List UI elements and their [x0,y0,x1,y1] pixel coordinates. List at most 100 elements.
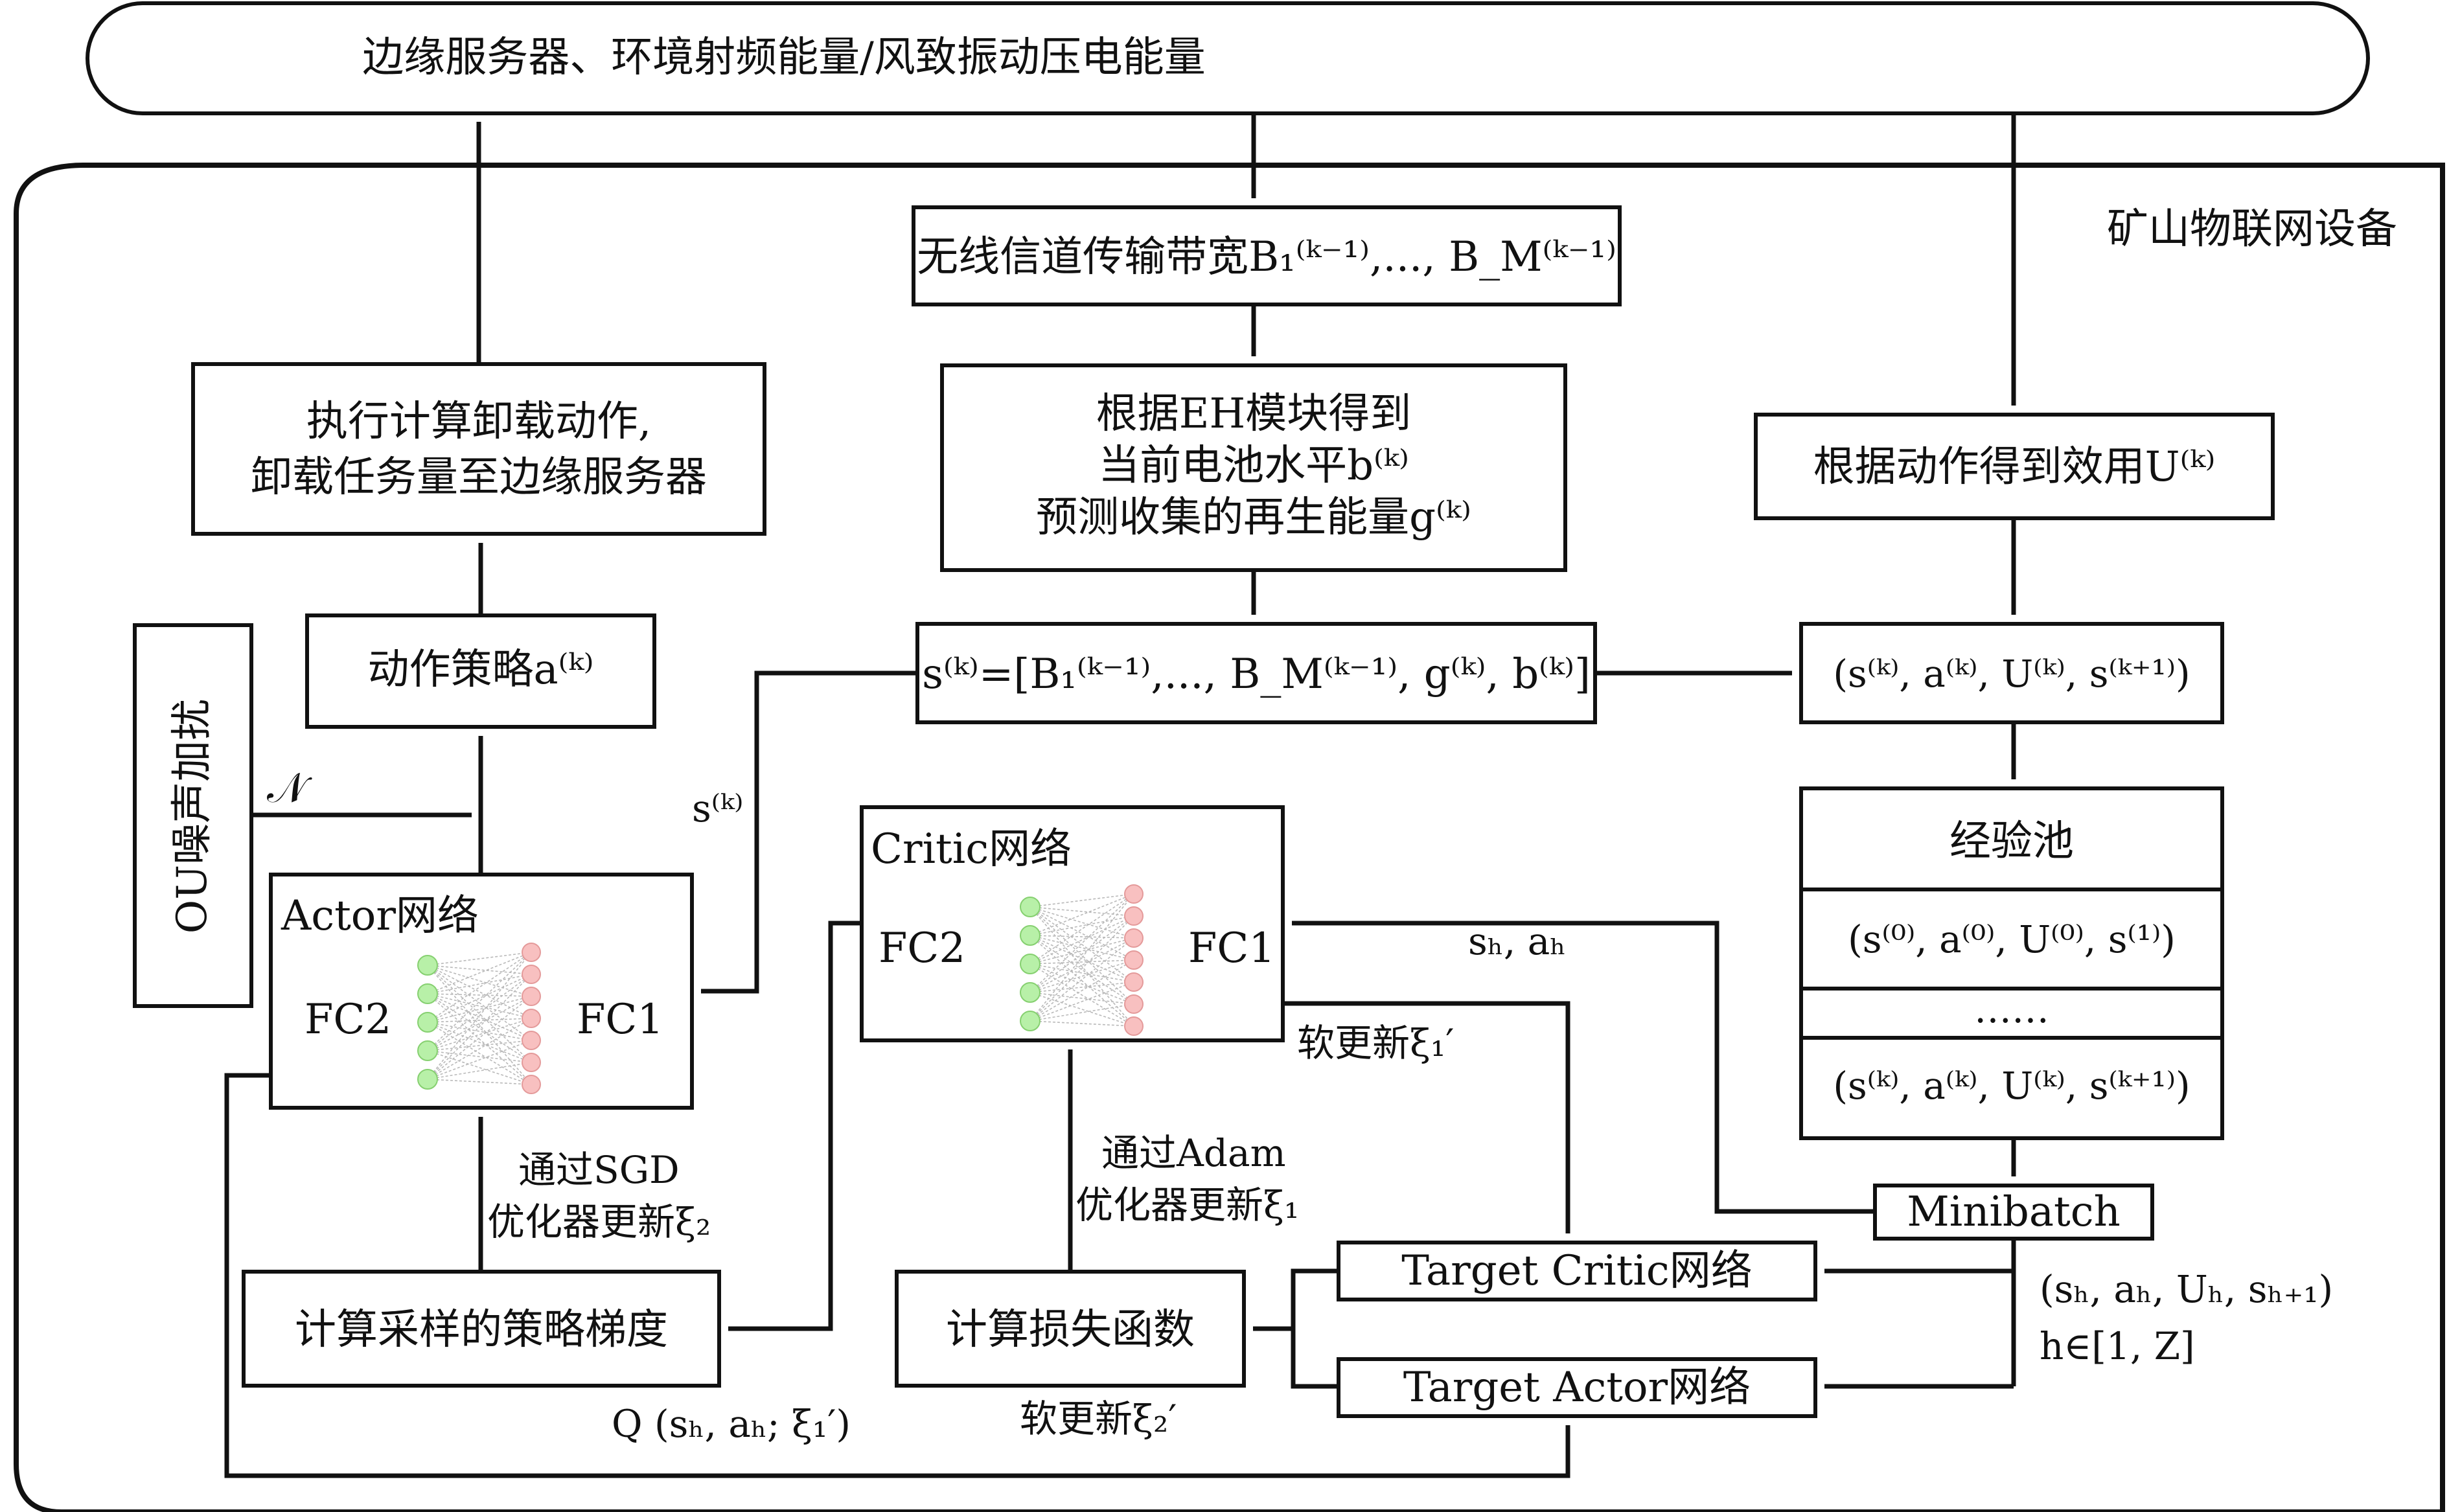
arrow-minibatch-to-critic [1292,921,1875,1214]
nn-edge [1029,963,1134,1027]
nn-edge [1029,963,1134,1005]
nn-edge [427,974,532,994]
pool-row-last: (s⁽ᵏ⁾, a⁽ᵏ⁾, U⁽ᵏ⁾, s⁽ᵏ⁺¹⁾) [1833,1064,2190,1108]
execute-line-2: 卸载任务量至边缘服务器 [251,453,707,501]
pool-row-first: (s⁽⁰⁾, a⁽⁰⁾, U⁽⁰⁾, s⁽¹⁾) [1848,917,2176,961]
nn-input-node [1020,1011,1041,1031]
nn-edge [427,965,532,1041]
sgd-line-2: 优化器更新ξ₂ [487,1200,711,1244]
nn-edge [1029,992,1134,1027]
utility-box [1754,413,2275,520]
nn-edge [427,1022,532,1085]
nn-edge [427,965,532,1063]
pool-row-dots: …… [1974,987,2049,1031]
nn-edge [427,996,532,1051]
policy-gradient-box [242,1270,721,1388]
nn-edge [427,952,532,994]
nn-edge [427,974,532,1023]
adam-line-1: 通过Adam [1101,1131,1286,1175]
nn-input-node [1020,982,1041,1003]
loss-function-box [895,1270,1246,1388]
arrow-state-to-actor [701,670,917,994]
nn-output-node [522,965,541,984]
sh-ah-label: sₕ, aₕ [1468,919,1566,963]
nn-edge [427,1050,532,1063]
nn-edge [1029,1020,1134,1027]
nn-edge [427,952,532,1080]
nn-edge [427,1040,532,1080]
nn-output-node [522,987,541,1006]
execute-offload-box [191,362,766,536]
actor-fc2: FC2 [305,996,391,1044]
execute-line-1: 执行计算卸载动作, [306,398,651,446]
nn-edge [1029,915,1134,965]
nn-edge [427,1018,532,1080]
minibatch-label: Minibatch [1907,1188,2121,1236]
action-policy-label: 动作策略a⁽ᵏ⁾ [368,646,594,694]
critic-title: Critic网络 [871,825,1072,873]
nn-edge [1029,963,1134,983]
target-actor-label: Target Actor网络 [1403,1364,1751,1412]
ou-noise-box [133,623,253,1008]
nn-input-node [417,983,438,1004]
eh-module-box [940,363,1567,572]
state-edge-label: s⁽ᵏ⁾ [692,786,743,830]
nn-edge [427,1018,532,1023]
nn-input-node [417,955,438,976]
state-label: s⁽ᵏ⁾=[B₁⁽ᵏ⁻¹⁾,..., B_M⁽ᵏ⁻¹⁾, g⁽ᵏ⁾, b⁽ᵏ⁾] [922,650,1591,698]
soft-update-2-label: 软更新ξ₂′ [1020,1397,1177,1441]
loss-function-label: 计算损失函数 [946,1306,1195,1354]
nn-output-node [1124,928,1144,948]
nn-edge [1029,893,1134,936]
actor-network-icon [417,943,541,1094]
eh-line-3: 预测收集的再生能量g⁽ᵏ⁾ [1036,494,1471,542]
nn-edge [1029,959,1134,1022]
nn-edge [427,974,532,1051]
nn-input-node [1020,925,1041,946]
nn-input-node [417,1069,438,1090]
noise-symbol: 𝒩 [267,764,312,812]
nn-edge [1029,893,1134,1022]
nn-edge [427,1079,532,1085]
nn-edge [1029,935,1134,1005]
nn-output-node [1124,994,1144,1014]
device-label: 矿山物联网设备 [2107,205,2397,253]
sgd-line-1: 通过SGD [518,1148,680,1192]
arrow-actor-to-target-actor [224,1073,1570,1478]
nn-edge [427,993,532,1063]
nn-input-node [1020,897,1041,917]
nn-edge [1029,981,1134,993]
nn-edge [427,965,532,1085]
actor-fc1: FC1 [577,996,663,1044]
bandwidth-box [912,205,1622,306]
nn-output-node [522,1009,541,1028]
nn-edge [1029,906,1134,983]
arrow-critic-to-policy-gradient [728,921,862,1331]
experience-pool-box [1799,786,2224,1140]
nn-input-node [417,1040,438,1061]
nn-edge [1029,981,1134,1022]
nn-edge [1029,992,1134,1005]
eh-line-1: 根据EH模块得到 [1096,390,1412,438]
sample-line-1: (sₕ, aₕ, Uₕ, sₕ₊₁) [2040,1267,2333,1311]
utility-label: 根据动作得到效用U⁽ᵏ⁾ [1813,443,2216,491]
nn-edge [1029,935,1134,983]
nn-output-node [522,1031,541,1050]
nn-output-node [522,1053,541,1072]
nn-edge [1029,893,1134,993]
nn-edge [1029,937,1134,1022]
policy-gradient-label: 计算采样的策略梯度 [295,1306,668,1354]
actor-title: Actor网络 [281,892,479,940]
target-critic-box [1337,1241,1817,1301]
nn-edge [1029,937,1134,993]
nn-input-node [1020,954,1041,974]
targets-merge [1291,1268,1339,1389]
nn-edge [1029,1003,1134,1022]
nn-edge [427,1050,532,1085]
nn-edge [427,974,532,1080]
target-critic-label: Target Critic网络 [1401,1247,1752,1295]
sample-line-2: h∈[1, Z] [2040,1324,2195,1368]
transition-box [1799,622,2224,724]
nn-edge [1029,915,1134,993]
